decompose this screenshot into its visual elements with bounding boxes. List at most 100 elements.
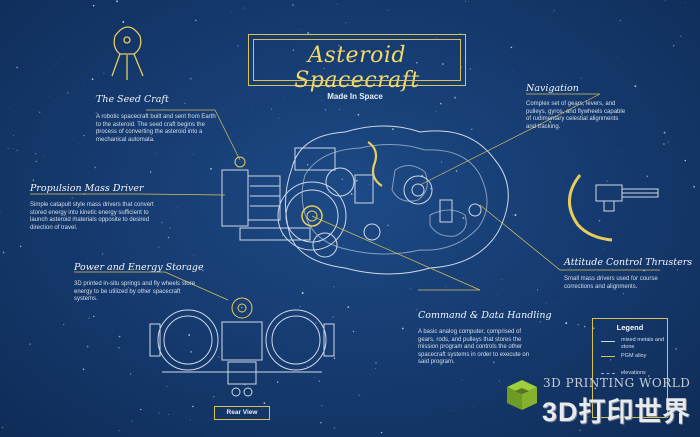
star [683, 429, 685, 431]
star [35, 153, 37, 155]
star [553, 10, 555, 12]
star [204, 53, 206, 55]
star [338, 108, 340, 111]
star [276, 381, 279, 383]
star [53, 47, 54, 49]
star [450, 410, 451, 411]
star [93, 315, 95, 318]
star [465, 0, 467, 2]
star [545, 302, 547, 304]
star [139, 230, 141, 232]
star [39, 111, 41, 113]
star [663, 143, 665, 145]
legend-swatch-pgm-alloy [601, 356, 615, 357]
star [188, 334, 191, 336]
star [82, 82, 84, 84]
navigation-text: Complex set of gears, levers, and pulley… [526, 101, 626, 130]
star [512, 69, 514, 71]
star [577, 324, 579, 326]
star [282, 96, 284, 99]
star [163, 107, 165, 109]
star [358, 394, 361, 397]
star [82, 368, 85, 371]
star [668, 141, 670, 143]
star [409, 288, 412, 290]
star [53, 384, 55, 386]
star [74, 216, 76, 218]
star [680, 124, 681, 126]
star [117, 16, 119, 17]
star [94, 166, 97, 169]
star [430, 188, 432, 190]
seed-craft-illustration [111, 26, 144, 80]
star [625, 248, 627, 249]
star [341, 178, 343, 180]
star [462, 217, 465, 219]
star [553, 59, 554, 61]
star [118, 335, 121, 338]
star [440, 161, 442, 163]
star [416, 61, 418, 64]
star [401, 327, 404, 330]
star [389, 247, 390, 249]
star [512, 214, 514, 216]
star [675, 348, 678, 350]
star [356, 179, 358, 182]
star [299, 305, 302, 308]
star [218, 356, 220, 358]
star [323, 67, 325, 69]
star [337, 3, 338, 5]
page-title: Asteroid Spacecraft [294, 43, 420, 93]
star [167, 414, 169, 415]
star [634, 85, 637, 88]
star [352, 330, 355, 333]
star [88, 317, 90, 320]
star [610, 359, 612, 361]
star [622, 202, 624, 204]
star [455, 170, 458, 172]
star [357, 113, 360, 116]
star [459, 32, 461, 35]
watermark-english: 3D PRINTING WORLD [543, 376, 691, 390]
star [169, 227, 171, 229]
star [122, 20, 125, 23]
star [192, 153, 194, 155]
star [684, 159, 687, 162]
star [569, 267, 571, 270]
star [492, 361, 495, 364]
star [194, 19, 197, 22]
star [492, 6, 494, 7]
star [292, 4, 294, 6]
power-heading: Power and Energy Storage [74, 262, 204, 273]
star [49, 96, 51, 98]
star [693, 185, 696, 188]
star [603, 248, 605, 250]
command-text: A basic analog computer, comprised of ge… [418, 329, 530, 366]
star [332, 316, 334, 318]
star [412, 179, 414, 180]
star [539, 321, 542, 323]
star [333, 286, 335, 288]
star [237, 45, 239, 47]
star [7, 147, 9, 150]
star [29, 343, 32, 346]
propulsion-text: Simple catapult style mass drivers that … [30, 202, 154, 231]
star [189, 419, 191, 421]
star [19, 245, 22, 248]
star [556, 302, 558, 303]
star [44, 155, 46, 156]
legend-label-mixed-metals: mixed metals and stone [621, 337, 665, 350]
star [474, 314, 477, 317]
star [118, 347, 120, 349]
star [158, 246, 160, 248]
star [426, 167, 428, 169]
star [2, 251, 5, 254]
star [245, 152, 247, 154]
star [241, 306, 243, 309]
star [97, 129, 99, 131]
star [333, 357, 336, 359]
star [349, 57, 352, 60]
star [158, 412, 160, 414]
